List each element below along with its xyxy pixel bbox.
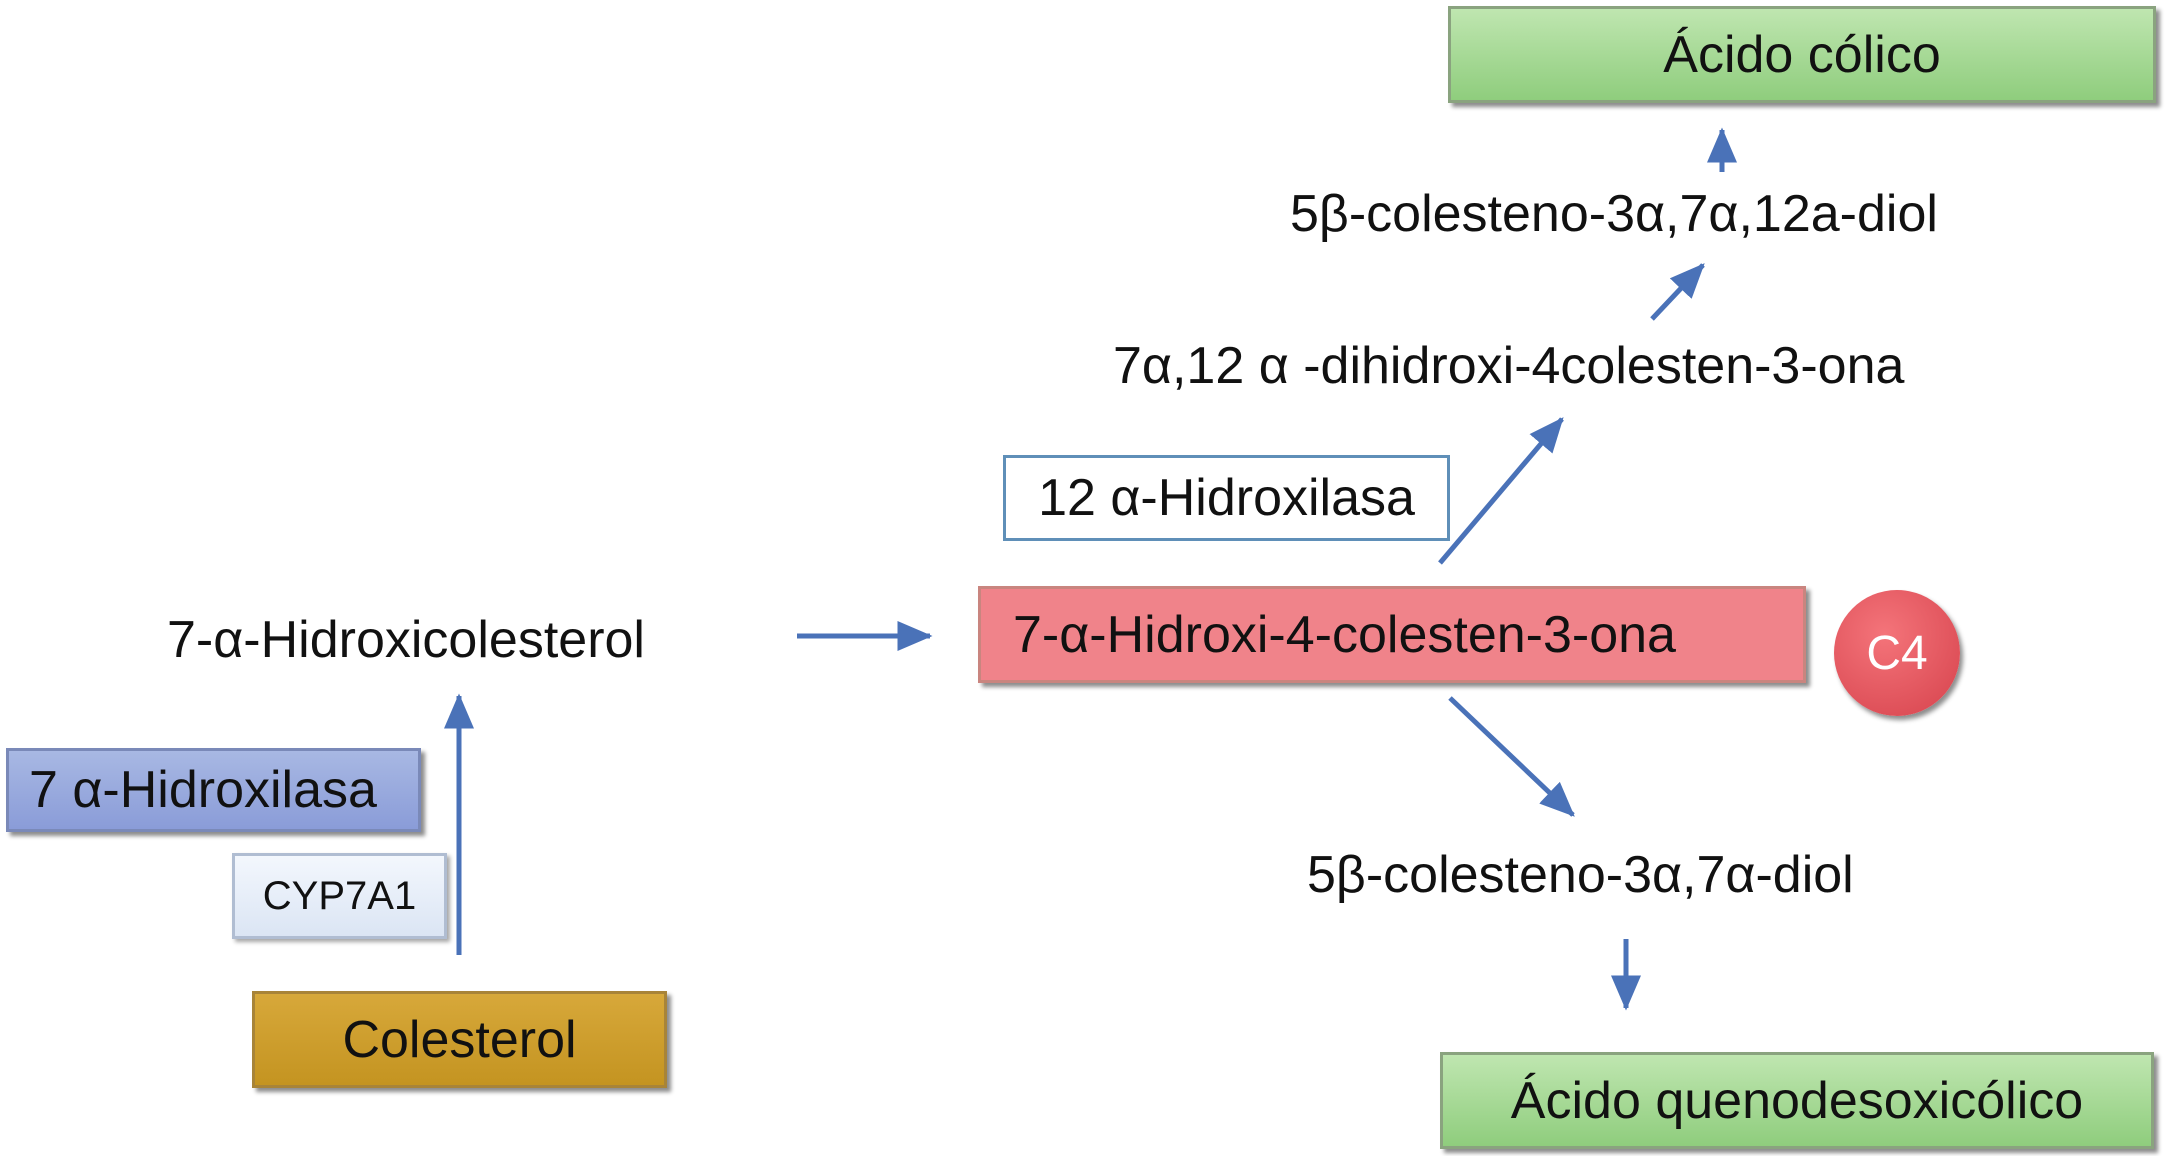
acido-colico-box: Ácido cólico — [1448, 6, 2156, 103]
c4-badge: C4 — [1834, 590, 1960, 716]
c4-badge-label: C4 — [1866, 626, 1928, 680]
colesterol-label: Colesterol — [342, 1010, 577, 1069]
hidroxicolesterol-label: 7-α-Hidroxicolesterol — [167, 611, 645, 669]
hidroxilasa-7-label: 7 α-Hidroxilasa — [29, 761, 377, 819]
c4-intermediate-label: 7-α-Hidroxi-4-colesten-3-ona — [1013, 605, 1676, 664]
acido-queno-label: Ácido quenodesoxicólico — [1510, 1071, 2084, 1130]
dihidroxi-label: 7α,12 α -dihidroxi-4colesten-3-ona — [1113, 337, 1905, 395]
arrow-dihidroxi-to-diol-12 — [1650, 263, 1705, 321]
acido-colico-label: Ácido cólico — [1663, 25, 1941, 84]
diol-7-label: 5β-colesteno-3α,7α-diol — [1307, 846, 1854, 904]
c4-intermediate-box: 7-α-Hidroxi-4-colesten-3-ona — [978, 586, 1806, 683]
hidroxilasa-7-box: 7 α-Hidroxilasa — [6, 748, 421, 832]
hidroxilasa-12-box: 12 α-Hidroxilasa — [1003, 455, 1450, 541]
cyp7a1-box: CYP7A1 — [232, 853, 447, 939]
acido-queno-box: Ácido quenodesoxicólico — [1440, 1052, 2154, 1149]
arrow-c4-to-diol-7 — [1448, 696, 1575, 817]
colesterol-box: Colesterol — [252, 991, 667, 1088]
arrow-c4-to-dihidroxi — [1438, 417, 1564, 565]
hidroxilasa-12-label: 12 α-Hidroxilasa — [1038, 469, 1415, 527]
cyp7a1-label: CYP7A1 — [262, 873, 417, 918]
diol-12-label: 5β-colesteno-3α,7α,12a-diol — [1290, 185, 1938, 243]
